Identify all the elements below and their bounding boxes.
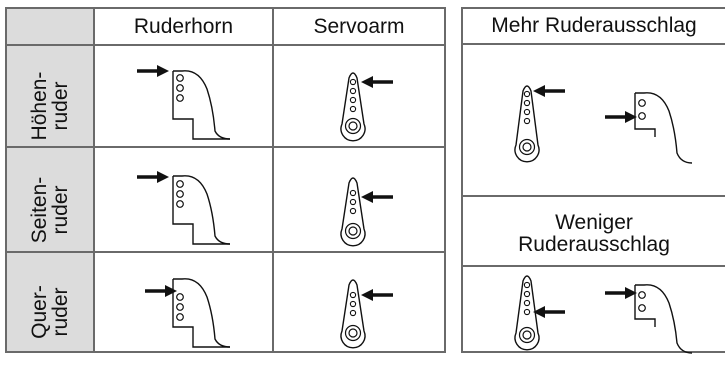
row-label-aileron: Quer- ruder xyxy=(28,257,72,367)
servo-arm-icon xyxy=(340,279,366,349)
control-horn-icon xyxy=(634,284,693,354)
table-divider xyxy=(7,146,444,148)
servo-arm-icon xyxy=(340,177,366,247)
linkage-arrow-icon xyxy=(137,171,169,183)
linkage-arrow-icon xyxy=(533,85,565,97)
throw-adjustment-panel: Mehr Ruderausschlag Weniger Ruderausschl… xyxy=(461,7,725,354)
column-header-servo-arm: Servoarm xyxy=(313,14,405,38)
control-horn-icon xyxy=(634,92,693,164)
panel-divider xyxy=(463,43,725,45)
less-throw-title-line: Weniger xyxy=(555,211,633,234)
linkage-arrow-icon xyxy=(361,289,393,301)
row-header-cell xyxy=(7,253,93,351)
servo-arm-icon xyxy=(514,85,540,163)
linkage-arrow-icon xyxy=(605,111,637,123)
table-divider xyxy=(272,9,274,351)
less-throw-title: Weniger Ruderausschlag xyxy=(463,209,725,259)
panel-divider xyxy=(463,265,725,267)
row-label-elevator: Höhen- ruder xyxy=(28,51,72,161)
row-header-cell xyxy=(7,44,93,146)
table-corner-cell xyxy=(7,9,93,44)
row-label-line: Höhen- xyxy=(28,71,51,141)
control-horn-icon xyxy=(172,175,231,245)
linkage-arrow-icon xyxy=(605,287,637,299)
panel-divider xyxy=(463,195,725,197)
linkage-table: Ruderhorn Servoarm Höhen- ruder Seiten- … xyxy=(5,7,446,353)
row-label-line: ruder xyxy=(49,287,72,337)
linkage-arrow-icon xyxy=(145,285,177,297)
table-divider xyxy=(93,9,95,351)
servo-arm-icon xyxy=(514,275,540,351)
row-label-line: ruder xyxy=(49,81,72,131)
column-header-horn: Ruderhorn xyxy=(133,14,234,38)
linkage-arrow-icon xyxy=(361,191,393,203)
more-throw-title: Mehr Ruderausschlag xyxy=(491,14,697,37)
row-label-line: Quer- xyxy=(28,285,51,339)
servo-arm-icon xyxy=(340,72,366,142)
row-label-line: Seiten- xyxy=(28,176,51,244)
control-horn-icon xyxy=(172,278,231,348)
row-label-line: ruder xyxy=(49,185,72,235)
less-throw-title-line: Ruderausschlag xyxy=(518,233,670,256)
linkage-arrow-icon xyxy=(361,76,393,88)
row-label-rudder: Seiten- ruder xyxy=(28,155,72,265)
linkage-arrow-icon xyxy=(137,65,169,77)
table-divider xyxy=(7,251,444,253)
table-divider xyxy=(7,44,444,46)
row-header-cell xyxy=(7,148,93,251)
control-horn-icon xyxy=(172,70,231,140)
linkage-arrow-icon xyxy=(533,306,565,318)
